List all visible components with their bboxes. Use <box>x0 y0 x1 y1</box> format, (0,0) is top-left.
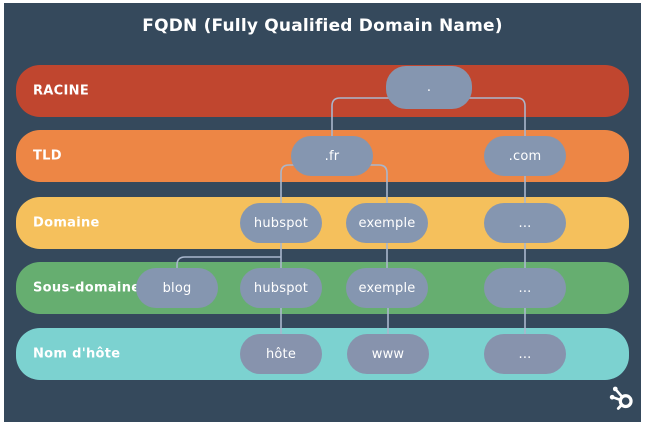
node-fr: .fr <box>291 136 373 176</box>
node-nom-etc: ... <box>484 334 566 374</box>
node-nom-hote: hôte <box>240 334 322 374</box>
band-label-nom-hote: Nom d'hôte <box>33 346 121 362</box>
node-nom-www: www <box>347 334 429 374</box>
node-dom-etc: ... <box>484 203 566 243</box>
node-sous-hubspot: hubspot <box>240 268 322 308</box>
band-label-tld: TLD <box>33 148 62 164</box>
node-root: . <box>386 66 472 109</box>
hubspot-logo-icon <box>609 386 633 410</box>
node-sous-etc: ... <box>484 268 566 308</box>
node-sous-exemple: exemple <box>346 268 428 308</box>
diagram-title: FQDN (Fully Qualified Domain Name) <box>142 16 503 36</box>
band-racine: RACINE <box>16 65 629 117</box>
band-label-racine: RACINE <box>33 83 90 99</box>
band-label-domaine: Domaine <box>33 215 100 231</box>
node-dom-hubspot: hubspot <box>240 203 322 243</box>
band-label-sous-domaine: Sous-domaine <box>33 280 141 296</box>
node-com: .com <box>484 136 566 176</box>
node-sous-blog: blog <box>136 268 218 308</box>
node-dom-exemple: exemple <box>346 203 428 243</box>
